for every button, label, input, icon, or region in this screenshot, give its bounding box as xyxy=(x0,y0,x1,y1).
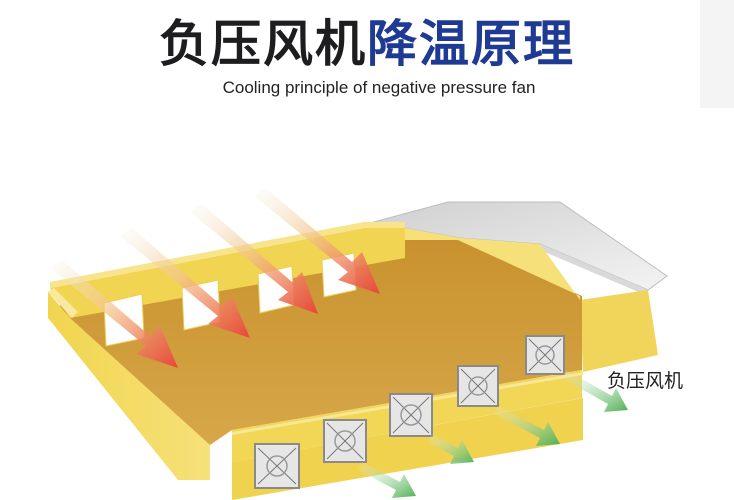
exhaust-fans xyxy=(254,335,565,489)
red-air-arrow xyxy=(190,204,318,314)
green-air-arrow xyxy=(562,370,628,412)
left-wall xyxy=(48,292,210,480)
exhaust-fan-icon xyxy=(323,419,367,463)
inflow-arrows xyxy=(50,188,380,368)
green-air-arrow xyxy=(494,406,560,446)
title-part-blue: 降温原理 xyxy=(367,15,575,73)
fan-label: 负压风机 xyxy=(607,370,684,392)
red-air-arrow xyxy=(50,260,178,368)
outflow-arrows xyxy=(358,370,628,498)
green-air-arrow xyxy=(358,462,416,498)
red-air-arrow xyxy=(254,188,380,294)
red-air-arrow xyxy=(120,228,250,338)
title-part-dark: 负压风机 xyxy=(159,15,367,73)
page-subtitle: Cooling principle of negative pressure f… xyxy=(222,78,536,97)
right-end-wall xyxy=(580,290,658,372)
page-title: 负压风机降温原理 xyxy=(0,12,734,76)
exhaust-fan-icon xyxy=(525,335,565,375)
green-air-arrow xyxy=(428,434,474,464)
exhaust-fan-icon xyxy=(457,365,499,407)
gable-wall xyxy=(405,228,580,300)
exhaust-fan-icon xyxy=(389,393,433,437)
exhaust-fan-icon xyxy=(254,443,300,489)
left-wall-cap xyxy=(48,288,78,318)
front-wall-lower xyxy=(232,398,583,500)
corner-panel xyxy=(700,0,734,108)
